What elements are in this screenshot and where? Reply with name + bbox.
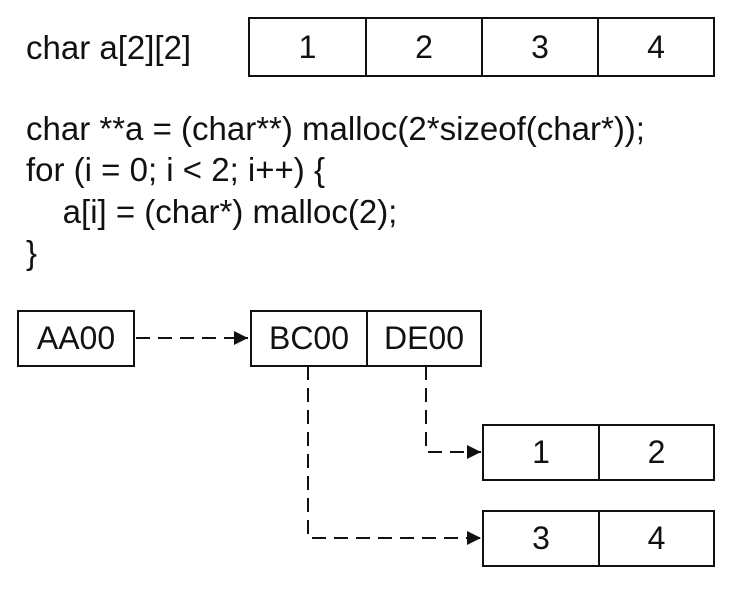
static-array-cell-4: 4 — [597, 17, 715, 77]
code-line-malloc-cols: a[i] = (char*) malloc(2); — [26, 193, 398, 230]
static-array-declaration: char a[2][2] — [26, 29, 192, 66]
static-array-cell-2: 2 — [365, 17, 483, 77]
arrow-de00-to-row-a — [425, 366, 481, 459]
row-a-cell-1: 2 — [598, 424, 715, 481]
row-pointer-1: DE00 — [366, 310, 482, 367]
code-line-close-brace: } — [26, 234, 38, 271]
row-pointer-0: BC00 — [250, 310, 368, 367]
row-b-cell-0: 3 — [482, 510, 600, 567]
arrow-bc00-to-row-b — [307, 366, 481, 545]
row-a-cell-0: 1 — [482, 424, 600, 481]
row-b-cell-1: 4 — [598, 510, 715, 567]
static-array-cell-1: 1 — [248, 17, 367, 77]
code-line-malloc-rows: char **a = (char**) malloc(2*sizeof(char… — [26, 110, 645, 147]
pointer-cell-aa00: AA00 — [17, 310, 135, 367]
code-line-for-loop: for (i = 0; i < 2; i++) { — [26, 151, 325, 188]
